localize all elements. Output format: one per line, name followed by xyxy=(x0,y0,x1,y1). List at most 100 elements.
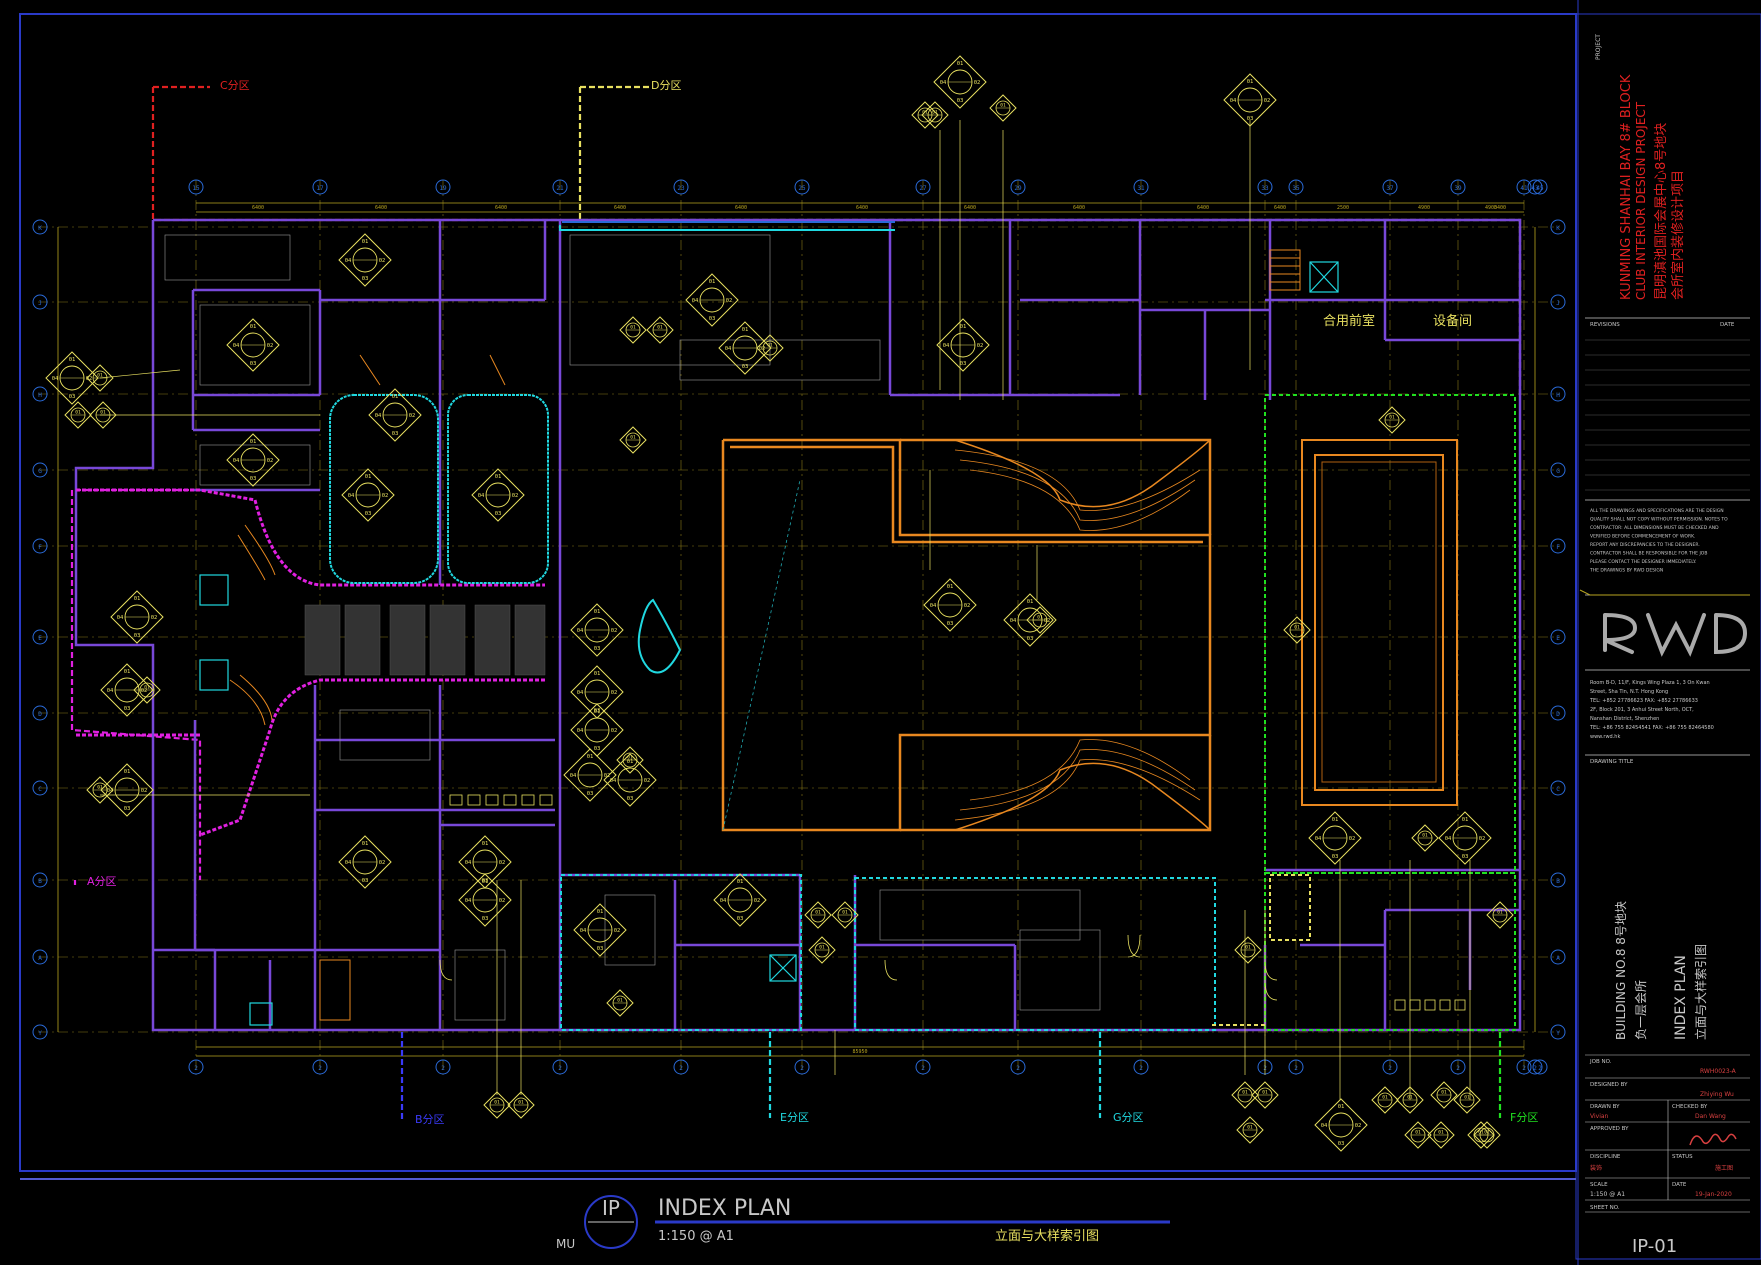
dimension-label: 6400 xyxy=(1073,205,1085,211)
callout-tag: 03 xyxy=(365,511,372,517)
tb-sheet-no-label: SHEET NO. xyxy=(1590,1205,1620,1211)
callout-tag: 01 xyxy=(627,755,633,761)
callout-tag: 01 xyxy=(617,998,623,1004)
callout-tag: 01 xyxy=(657,325,663,331)
tb-date-label: DATE xyxy=(1672,1182,1687,1188)
callout-tag: 01 xyxy=(1037,615,1043,621)
grid-bubble-top xyxy=(1527,179,1543,195)
callout-tag: 01 xyxy=(1245,945,1251,951)
callout-tag: 02 xyxy=(977,343,984,349)
callout-tag: 01 xyxy=(630,435,636,441)
callout-tag: 01 xyxy=(1462,817,1469,823)
tb-address: Room B-D, 11/F, Kings Wing Plaza 1, 3 On… xyxy=(1589,680,1714,740)
callout-tag: 01 xyxy=(1242,1090,1248,1096)
grid-bubble-bottom-label: 2 xyxy=(1139,1065,1143,1072)
room-equipment: 设备间 xyxy=(1433,313,1472,329)
callout-tag: 04 xyxy=(577,728,584,734)
index-callout: 01 xyxy=(507,1091,535,1119)
tb-status: 施工图 xyxy=(1715,1164,1733,1172)
callout-tag: 04 xyxy=(478,493,485,499)
callout-tag: 04 xyxy=(52,376,59,382)
callout-tag: 03 xyxy=(1332,854,1339,860)
tb-job-no: RWH0023-A xyxy=(1700,1068,1737,1075)
callout-tag: 03 xyxy=(594,708,601,714)
grid-bubble-left-label: Y xyxy=(38,1030,42,1037)
grid-bubble-left xyxy=(32,538,48,554)
callout-tag: 01 xyxy=(100,410,106,416)
grid-bubble-bottom xyxy=(673,1059,689,1075)
callout-tag: 01 xyxy=(482,879,489,885)
index-callout: 01 xyxy=(1453,1086,1481,1114)
callout-tag: 04 xyxy=(465,860,472,866)
callout-tag: 03 xyxy=(250,361,257,367)
grid-bubble-top-label: 45 xyxy=(1536,185,1544,192)
grid-bubble-bottom-label: 2 xyxy=(318,1065,322,1072)
tb-discipline: 装饰 xyxy=(1590,1164,1602,1172)
zone-d-label: D分区 xyxy=(651,79,681,92)
zone-c-boundary xyxy=(151,87,560,222)
grid-bubble-bottom xyxy=(1450,1059,1466,1075)
grid-bubble-bottom-label: 2 xyxy=(1538,1065,1542,1072)
grid-bubble-bottom xyxy=(312,1059,328,1075)
grid-bubble-left-label: G xyxy=(38,468,42,475)
room-anteroom: 合用前室 xyxy=(1323,313,1375,329)
doors xyxy=(439,934,1278,1001)
grid-bubble-right-label: F xyxy=(1556,544,1560,551)
zone-c-label: C分区 xyxy=(220,79,250,92)
callout-tag: 03 xyxy=(594,646,601,652)
callout-tag: 03 xyxy=(960,361,967,367)
callout-tag: 01 xyxy=(1478,1130,1484,1136)
grid-bubble-right xyxy=(1550,294,1566,310)
dimension-label: 4900 xyxy=(1485,205,1497,211)
grid-bubble-left-label: D xyxy=(38,711,42,718)
grid-bubble-top-label: 15 xyxy=(192,185,200,192)
callout-tag: 02 xyxy=(267,458,274,464)
callout-tag: 01 xyxy=(482,841,489,847)
callout-tag: 04 xyxy=(117,615,124,621)
grid-bubble-right xyxy=(1550,949,1566,965)
callout-tag: 01 xyxy=(1415,1130,1421,1136)
index-callout: 01 xyxy=(1231,1081,1259,1109)
grid-bubble-top-label: 43 xyxy=(1531,185,1539,192)
callout-tag: 04 xyxy=(1010,618,1017,624)
callout-tag: 01 xyxy=(709,279,716,285)
tb-note-line: THE DRAWINGS BY RWD DESIGN xyxy=(1589,568,1663,574)
callout-tag: 01 xyxy=(1338,1104,1345,1110)
grid-bubble-left xyxy=(32,462,48,478)
callout-tag: 04 xyxy=(940,80,947,86)
index-callout: 01 xyxy=(989,94,1017,122)
furniture-outline xyxy=(164,234,1101,1021)
grid-bubble-left-label: J xyxy=(38,300,42,307)
callout-tag: 01 xyxy=(922,110,928,116)
grid-bubble-bottom-label: 2 xyxy=(921,1065,925,1072)
grid-bubble-top xyxy=(312,179,328,195)
grid-bubble-left-label: K xyxy=(38,225,42,232)
grid-bubble-bottom-label: 2 xyxy=(1533,1065,1537,1072)
tb-note-line: REPORT ANY DISCREPANCIES TO THE DESIGNER… xyxy=(1590,542,1700,548)
tb-project-cn-1: 昆明滇池国际会展中心8号地块 xyxy=(1654,123,1669,300)
index-callouts: 0102030401010102030401010203040102030401… xyxy=(45,55,1514,1152)
callout-tag: 02 xyxy=(141,788,148,794)
callout-tag: 01 xyxy=(362,841,369,847)
zone-a-boundary xyxy=(70,490,202,880)
callout-tag: 03 xyxy=(1462,854,1469,860)
callout-tag: 02 xyxy=(644,778,651,784)
callout-tag: 01 xyxy=(495,474,502,480)
grid-bubble-top xyxy=(794,179,810,195)
grid-bubble-left xyxy=(32,1024,48,1040)
grid-bubble-bottom xyxy=(915,1059,931,1075)
tb-address-line: Room B-D, 11/F, Kings Wing Plaza 1, 3 On… xyxy=(1590,680,1710,686)
index-callout: 01 xyxy=(1427,1121,1455,1149)
callout-tag: 04 xyxy=(233,343,240,349)
callout-tag: 02 xyxy=(611,628,618,634)
dimension-label: 6400 xyxy=(375,205,387,211)
tb-checked-by: Dan Wang xyxy=(1695,1113,1726,1120)
